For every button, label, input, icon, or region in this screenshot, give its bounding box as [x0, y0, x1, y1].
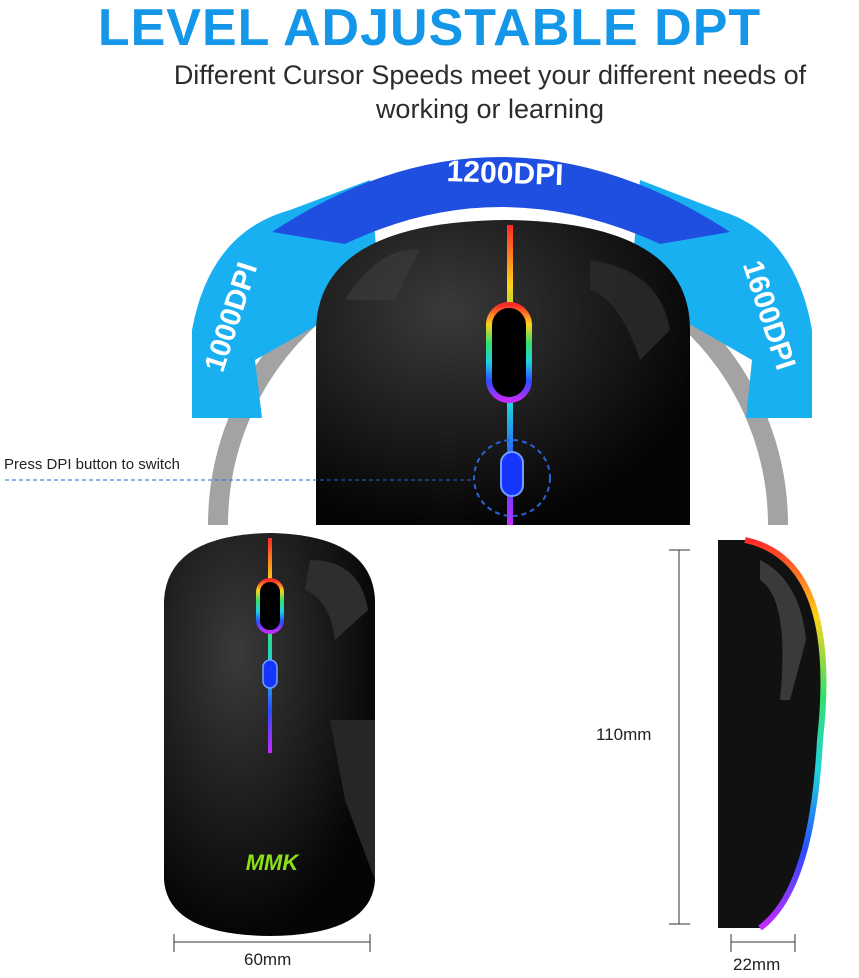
mouse-front-view: MMK	[164, 533, 375, 936]
dimension-lines	[173, 549, 796, 952]
height-dimension: 22mm	[733, 955, 781, 974]
subtitle-line-2: working or learning	[375, 94, 605, 124]
mouse-top-view	[316, 220, 690, 525]
subtitle-line-1: Different Cursor Speeds meet your differ…	[173, 60, 807, 90]
mouse-size-views: MMK	[164, 533, 827, 952]
dpi-label-1200: 1200DPI	[446, 155, 564, 192]
dpi-arc-graphic: 1200DPI 1000DPI 1600DPI	[5, 155, 812, 526]
dpi-button-note: Press DPI button to switch	[4, 456, 180, 473]
width-dimension: 60mm	[244, 950, 292, 969]
subtitle: Different Cursor Speeds meet your differ…	[110, 58, 859, 126]
length-dimension: 110mm	[596, 725, 652, 744]
outer-arc-center	[272, 157, 730, 244]
mouse-side-view	[718, 537, 827, 931]
headline: LEVEL ADJUSTABLE DPT	[97, 0, 762, 57]
brand-logo: MMK	[246, 850, 301, 875]
